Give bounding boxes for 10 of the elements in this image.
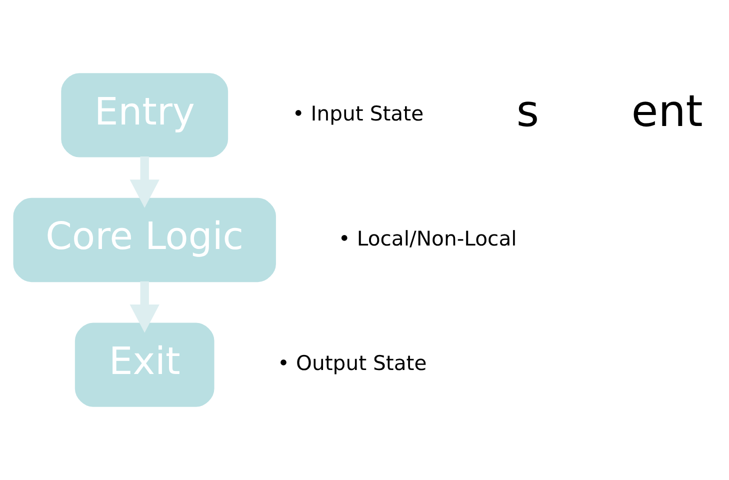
node-label: • Output State bbox=[278, 351, 427, 376]
node-box: Entry bbox=[61, 73, 228, 158]
node-label: • Input State bbox=[292, 102, 424, 126]
label: ent bbox=[631, 87, 703, 138]
arrow bbox=[130, 281, 160, 333]
arrow bbox=[130, 156, 160, 208]
node-label: • Local/Non-Local bbox=[338, 226, 517, 250]
node-box: Exit bbox=[74, 322, 214, 407]
node-box: Core Logic bbox=[13, 198, 276, 282]
label: s bbox=[516, 87, 540, 138]
